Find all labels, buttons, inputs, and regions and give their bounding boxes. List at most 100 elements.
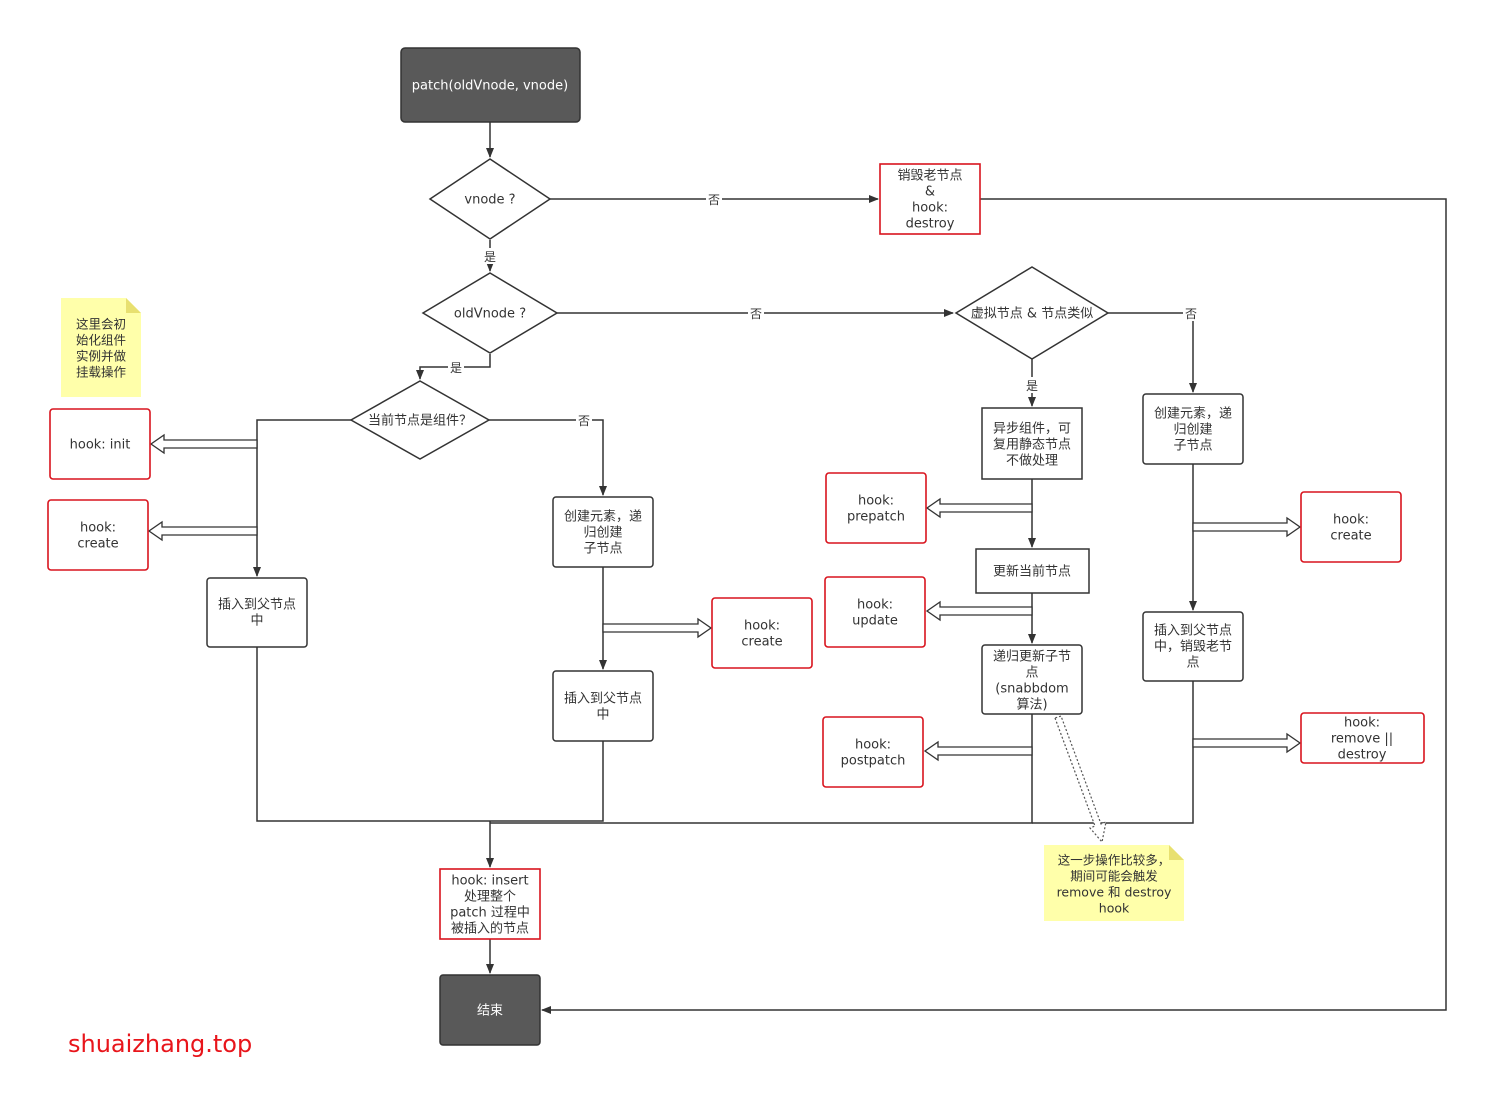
label-line: destroy [906, 217, 955, 232]
label-line: hook [1099, 901, 1130, 916]
label-similar-yes: 是 [1026, 379, 1038, 393]
label-line: create [77, 537, 118, 552]
label-line: hook: init [70, 438, 131, 453]
label-component-no: 否 [578, 414, 590, 428]
label-line: 销毁老节点 [897, 169, 962, 184]
hook-arrows [147, 433, 1302, 762]
label-line: 期间可能会触发 [1070, 869, 1158, 884]
label-line: 递归更新子节 [993, 649, 1071, 665]
label-line: 创建元素，递 [564, 510, 642, 525]
end-label: 结束 [477, 1004, 503, 1019]
hook-init-node [49, 408, 151, 480]
hook-postpatch-label: hook:postpatch [841, 738, 906, 769]
edge-component-yes [253, 419, 351, 577]
label-line: prepatch [847, 510, 905, 525]
edge-labels: 否 是 否 是 否 是 否 [448, 191, 1199, 428]
hook-create-left-label: hook:create [77, 521, 118, 552]
label-line: 复用静态节点 [993, 438, 1071, 453]
edge-component-no [489, 419, 607, 496]
label-line: hook: [80, 521, 116, 536]
edge-insert-right-merge [1032, 681, 1194, 824]
edge-insert-left-merge [256, 647, 490, 822]
label-line: 中 [250, 614, 263, 629]
hook-update-node [824, 576, 926, 648]
label-similar-no: 否 [1185, 307, 1197, 321]
label-line: 创建元素，递 [1154, 407, 1232, 422]
label-line: 始化组件 [76, 333, 126, 348]
hook-create-right-node [1300, 491, 1402, 563]
arrow-to-hook-create-mid [602, 617, 713, 639]
label-line: create [1330, 529, 1371, 544]
connectors [253, 122, 1447, 1014]
hook-create-left-node [47, 499, 149, 571]
label-line: 处理整个 [464, 890, 516, 905]
label-line: 插入到父节点 [564, 692, 642, 707]
oldvnode-decision [421, 272, 559, 354]
label-line: hook: [1344, 716, 1380, 731]
label-vnode-yes: 是 [484, 250, 496, 264]
label-line: 中 [596, 708, 609, 723]
label-line: 插入到父节点 [218, 598, 296, 613]
label-line: 挂载操作 [76, 365, 127, 380]
label-line: 归创建 [583, 526, 622, 541]
insert-parent-right-node [1142, 611, 1244, 682]
component-decision-label: 当前节点是组件？ [368, 413, 472, 429]
label-line: 子节点 [583, 542, 622, 557]
label-line: 虚拟节点 & 节点类似 [971, 307, 1093, 322]
hook-create-mid-label: hook:create [741, 619, 782, 650]
recursive-update-node [981, 644, 1083, 715]
label-oldvnode-yes: 是 [450, 361, 462, 375]
async-component-node [981, 407, 1083, 480]
edge-destroy-end [541, 198, 1447, 1014]
label-line: 点 [1186, 656, 1199, 671]
arrow-to-hook-prepatch [925, 497, 1033, 519]
arrow-to-hook-create-left [147, 520, 258, 542]
hook-remove-destroy-node [1300, 712, 1425, 764]
label-oldvnode-no: 否 [750, 307, 762, 321]
label-line: hook: [858, 494, 894, 509]
note-pointer-arrow [1054, 715, 1107, 844]
insert-parent-left-node [206, 577, 308, 648]
recursive-note [1044, 845, 1184, 921]
label-line: (snabbdom [995, 682, 1068, 697]
label-line: vnode ? [464, 193, 515, 208]
arrow-to-hook-remove-destroy [1192, 732, 1302, 754]
arrow-to-hook-init [149, 433, 258, 455]
label-line: remove 和 destroy [1057, 885, 1172, 900]
vnode-decision [428, 158, 552, 240]
label-line: 结束 [477, 1004, 503, 1019]
label-line: hook: [857, 598, 893, 613]
label-line: 归创建 [1173, 423, 1212, 438]
similar-decision-label: 虚拟节点 & 节点类似 [971, 307, 1093, 322]
hook-prepatch-node [825, 472, 927, 544]
label-line: 插入到父节点 [1154, 624, 1232, 639]
hook-init-label: hook: init [70, 438, 131, 453]
create-elem-right-node [1142, 393, 1244, 465]
label-line: hook: [912, 201, 948, 216]
label-line: hook: [855, 738, 891, 753]
label-line: patch 过程中 [450, 906, 530, 921]
label-line: 这一步操作比较多， [1058, 853, 1171, 868]
label-line: remove || [1331, 732, 1393, 747]
label-line: 子节点 [1173, 439, 1212, 454]
label-line: create [741, 635, 782, 650]
label-line: 不做处理 [1006, 454, 1058, 469]
label-line: 这里会初 [76, 317, 126, 332]
label-line: 算法) [1016, 698, 1047, 713]
label-line: & [925, 185, 935, 200]
similar-decision [954, 266, 1110, 360]
destroy-old-node [879, 163, 981, 235]
hook-create-right-label: hook:create [1330, 513, 1371, 544]
arrow-to-hook-create-right [1192, 516, 1302, 538]
label-line: 被插入的节点 [451, 921, 529, 937]
label-line: 实例并做 [76, 349, 127, 364]
update-current-node [975, 548, 1090, 594]
